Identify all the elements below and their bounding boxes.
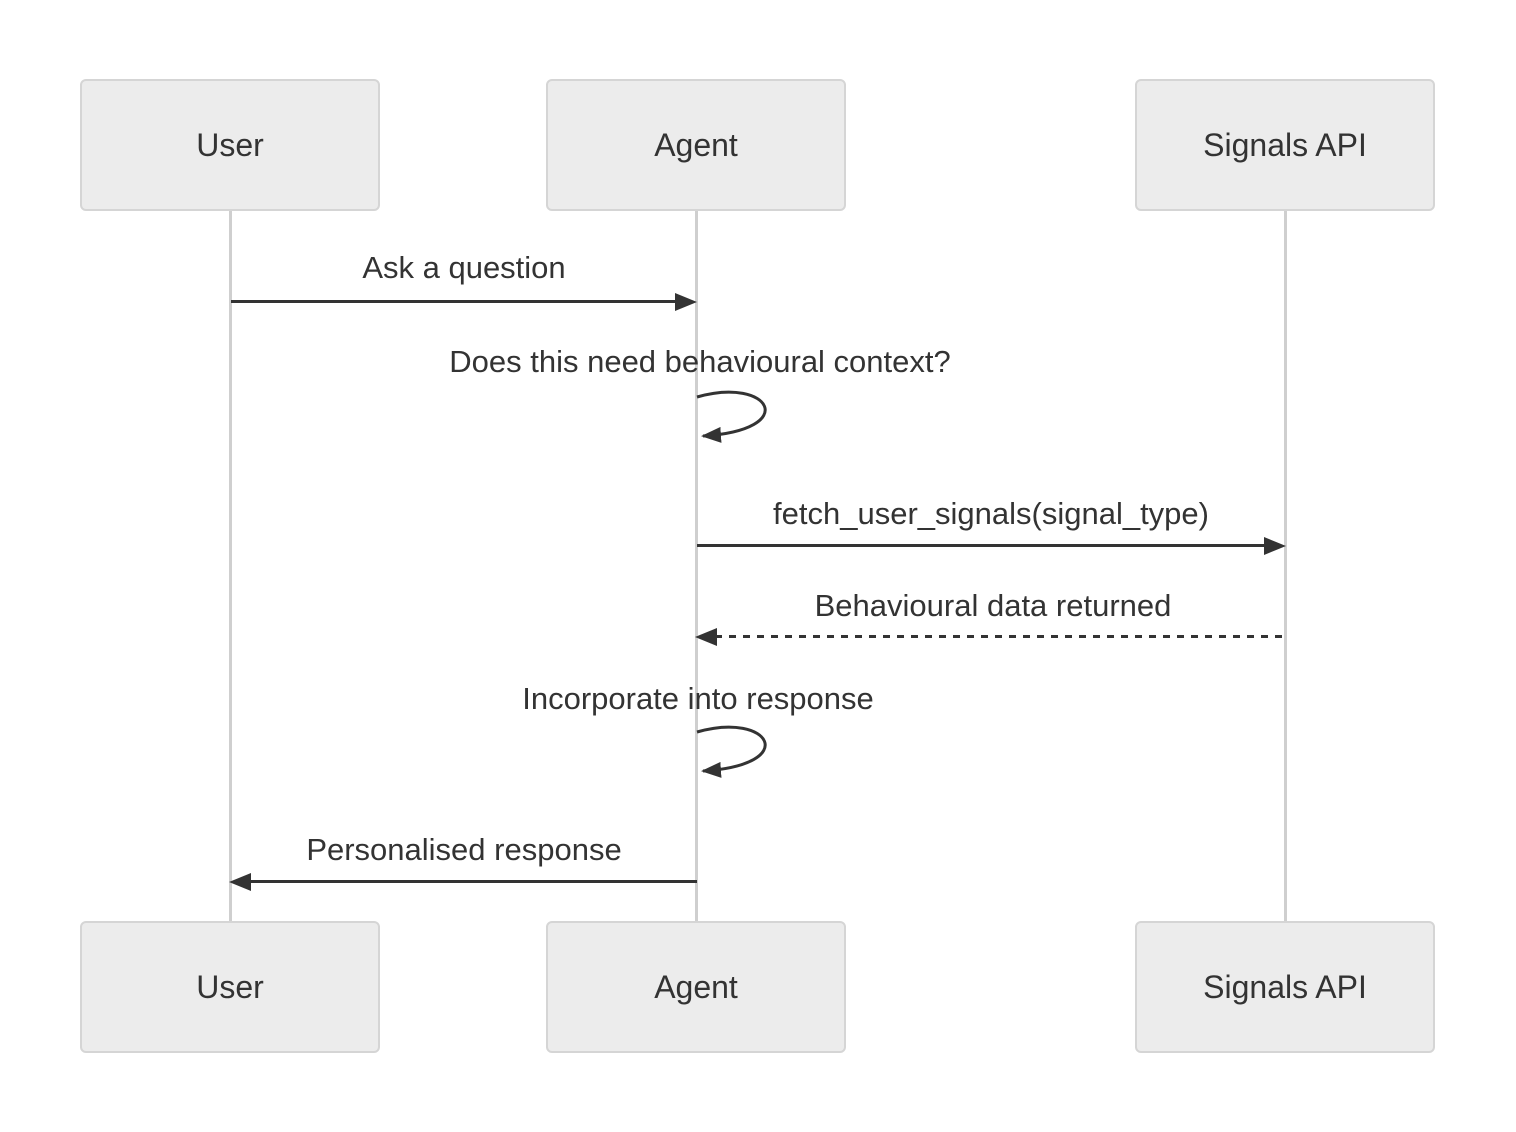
message-line-fetch-user-signals (697, 544, 1268, 547)
actor-box-agent-top: Agent (546, 79, 846, 211)
message-line-personalised-response (249, 880, 697, 883)
actor-box-agent-bottom: Agent (546, 921, 846, 1053)
arrowhead-right-icon (675, 293, 697, 311)
actor-box-signals-api-bottom: Signals API (1135, 921, 1435, 1053)
lifeline-agent (695, 211, 698, 921)
message-label-personalised-response: Personalised response (306, 832, 622, 867)
actor-label-signals-api: Signals API (1203, 968, 1367, 1005)
message-label-fetch-user-signals: fetch_user_signals(signal_type) (773, 496, 1209, 531)
arrowhead-right-icon (1264, 537, 1286, 555)
actor-label-signals-api: Signals API (1203, 126, 1367, 163)
self-loop-arrow-icon (696, 725, 767, 778)
lifeline-user (229, 211, 232, 921)
actor-box-signals-api-top: Signals API (1135, 79, 1435, 211)
message-label-behavioural-data-returned: Behavioural data returned (814, 588, 1172, 623)
actor-label-agent: Agent (654, 126, 738, 163)
message-label-ask-a-question: Ask a question (362, 250, 566, 285)
arrowhead-left-icon (229, 873, 251, 891)
actor-label-user: User (196, 126, 264, 163)
self-loop-arrow-icon (696, 390, 767, 443)
actor-label-user: User (196, 968, 264, 1005)
message-label-incorporate-into-response: Incorporate into response (522, 681, 874, 716)
message-label-behavioural-context: Does this need behavioural context? (449, 344, 951, 379)
lifeline-signals-api (1284, 211, 1287, 921)
actor-box-user-top: User (80, 79, 380, 211)
message-line-behavioural-data-returned (715, 635, 1286, 638)
arrowhead-left-icon (695, 628, 717, 646)
actor-box-user-bottom: User (80, 921, 380, 1053)
actor-label-agent: Agent (654, 968, 738, 1005)
message-line-ask-a-question (231, 300, 679, 303)
